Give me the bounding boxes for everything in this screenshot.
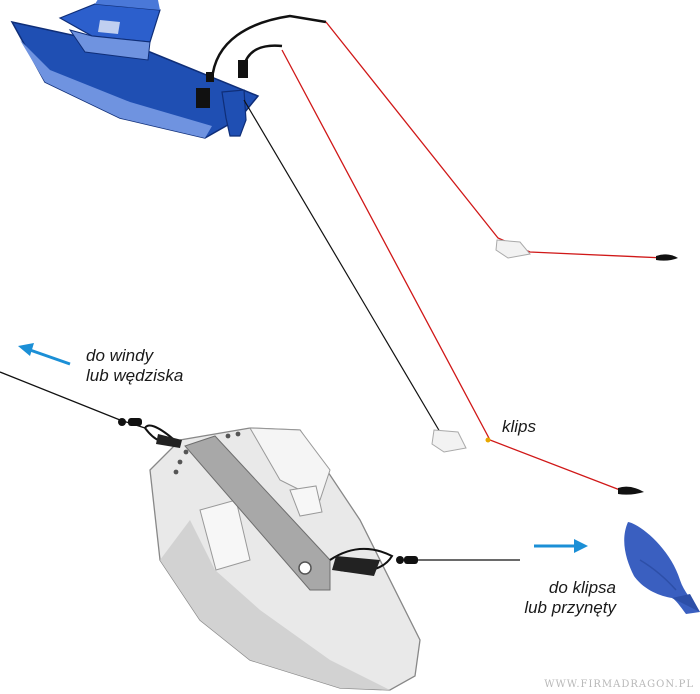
downrigger-cable: [243, 99, 441, 433]
fishing-line-far: [325, 21, 666, 259]
rod-right: [242, 44, 283, 67]
label-to-clip-line1: do klipsa: [548, 578, 616, 597]
rod-left: [210, 14, 327, 81]
watermark: WWW.FIRMADRAGON.PL: [544, 679, 694, 690]
small-weight-near: [431, 429, 491, 453]
label-to-winch-line2: lub wędziska: [86, 366, 184, 385]
fish-icon: [624, 522, 700, 614]
label-to-winch-line1: do windy: [86, 346, 154, 365]
small-weight-far: [495, 239, 531, 259]
downrigger-weight: [149, 427, 421, 691]
label-to-clip-line2: lub przynęty: [524, 598, 616, 617]
arrow-icon-right: [534, 539, 588, 553]
lure-icon-far: [656, 254, 678, 261]
release-clip-left: [118, 418, 182, 448]
release-clip-right: [329, 547, 418, 576]
label-clip: klips: [502, 417, 537, 436]
lure-icon-near: [618, 486, 644, 495]
boat-icon: [10, 0, 260, 139]
fishing-line-near: [281, 49, 621, 491]
arrow-icon-left: [18, 343, 71, 366]
